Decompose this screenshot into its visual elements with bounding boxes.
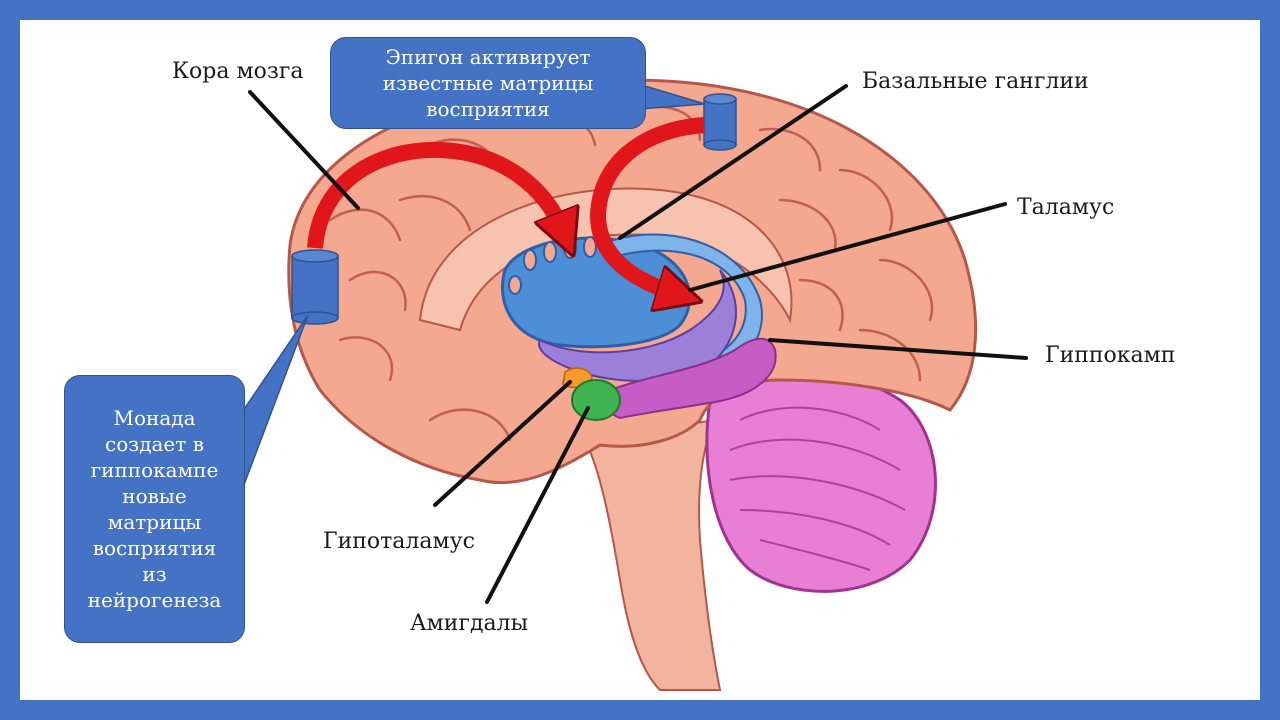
callout-monad-line-5: матрицы: [107, 510, 202, 534]
thalamus-shape: [500, 236, 692, 349]
callout-monad-line-4: новые: [122, 484, 187, 508]
callout-monad-line-3: гиппокампе: [90, 458, 219, 482]
callout-monad-line-8: нейрогенеза: [87, 588, 222, 612]
arrow-basal-to-thalamus: [589, 117, 704, 295]
label-amygdala: Амигдалы: [410, 611, 529, 636]
label-hypothalamus: Гипоталамус: [323, 529, 475, 554]
brainstem-shape: [583, 418, 722, 691]
callout-epigon-line-1: Эпигон активирует: [385, 45, 591, 69]
callout-epigon: Эпигон активирует известные матрицы восп…: [330, 37, 646, 129]
label-cortex: Кора мозга: [172, 59, 304, 84]
callout-monad-line-2: создает в: [105, 432, 204, 456]
amygdala-shape: [571, 379, 621, 421]
cylinder-basal: [703, 93, 737, 151]
cylinder-cortex: [291, 249, 339, 325]
callout-monad-line-6: восприятия: [92, 536, 217, 560]
hippocampus-shape: [603, 337, 777, 420]
callout-monad-line-7: из: [142, 562, 167, 586]
label-basal-ganglia: Базальные ганглии: [862, 69, 1089, 94]
callout-monad-line-1: Монада: [113, 406, 196, 430]
arrow-cortex-to-thalamus: [307, 141, 565, 248]
cerebellum-folds: [729, 406, 906, 571]
callout-epigon-line-2: известные матрицы: [382, 71, 594, 95]
callout-epigon-line-3: восприятия: [426, 97, 550, 121]
label-hippocampus: Гиппокамп: [1045, 343, 1176, 368]
label-thalamus: Таламус: [1017, 195, 1115, 220]
leader-lines: [248, 84, 1028, 604]
callout-monad: Монада создает в гиппокампе новые матриц…: [64, 375, 245, 643]
cerebrum-gyri: [328, 105, 934, 442]
